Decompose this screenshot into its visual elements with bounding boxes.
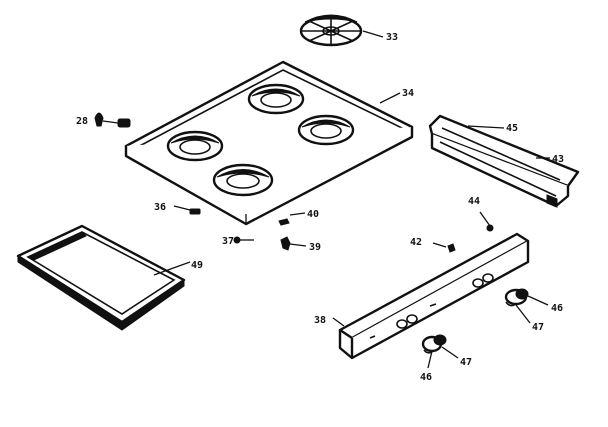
clip-42-part — [447, 243, 456, 253]
burner-grate-part — [299, 14, 363, 47]
burner-well-rear-left — [247, 83, 305, 115]
callout-39: 39 — [309, 242, 321, 253]
callout-47-lower: 47 — [460, 357, 472, 368]
callout-45: 45 — [506, 123, 518, 134]
screw-44-part — [479, 211, 494, 232]
callout-44: 44 — [468, 196, 480, 207]
knob-right-part — [504, 288, 529, 307]
callout-37: 37 — [222, 236, 234, 247]
burner-well-front-right — [212, 163, 274, 197]
leader-lines — [153, 30, 550, 369]
callout-36: 36 — [154, 202, 166, 213]
callout-40: 40 — [307, 209, 319, 220]
callout-43: 43 — [552, 154, 564, 165]
cooktop-top-part — [124, 60, 414, 226]
callout-46-lower: 46 — [420, 372, 432, 383]
callout-47-right: 47 — [532, 322, 544, 333]
bracket-part — [278, 218, 290, 226]
burner-well-rear-right — [297, 114, 355, 146]
callout-42: 42 — [410, 237, 422, 248]
callout-38: 38 — [314, 315, 326, 326]
callout-34: 34 — [402, 88, 414, 99]
callout-49: 49 — [191, 260, 203, 271]
screw-part — [173, 205, 201, 215]
side-bracket-part — [428, 114, 580, 208]
callout-labels: 33 34 28 36 40 37 39 49 45 43 44 42 38 4… — [76, 32, 564, 383]
drip-tray-part — [16, 224, 186, 331]
clip-part — [94, 112, 131, 128]
clip-39-part — [280, 236, 291, 251]
knob-left-part — [421, 334, 447, 354]
small-screw-part — [233, 236, 241, 244]
callout-33: 33 — [386, 32, 398, 43]
callout-46-right: 46 — [551, 303, 563, 314]
burner-well-front-left — [166, 130, 224, 162]
control-panel-part — [338, 232, 530, 360]
callout-28: 28 — [76, 116, 88, 127]
